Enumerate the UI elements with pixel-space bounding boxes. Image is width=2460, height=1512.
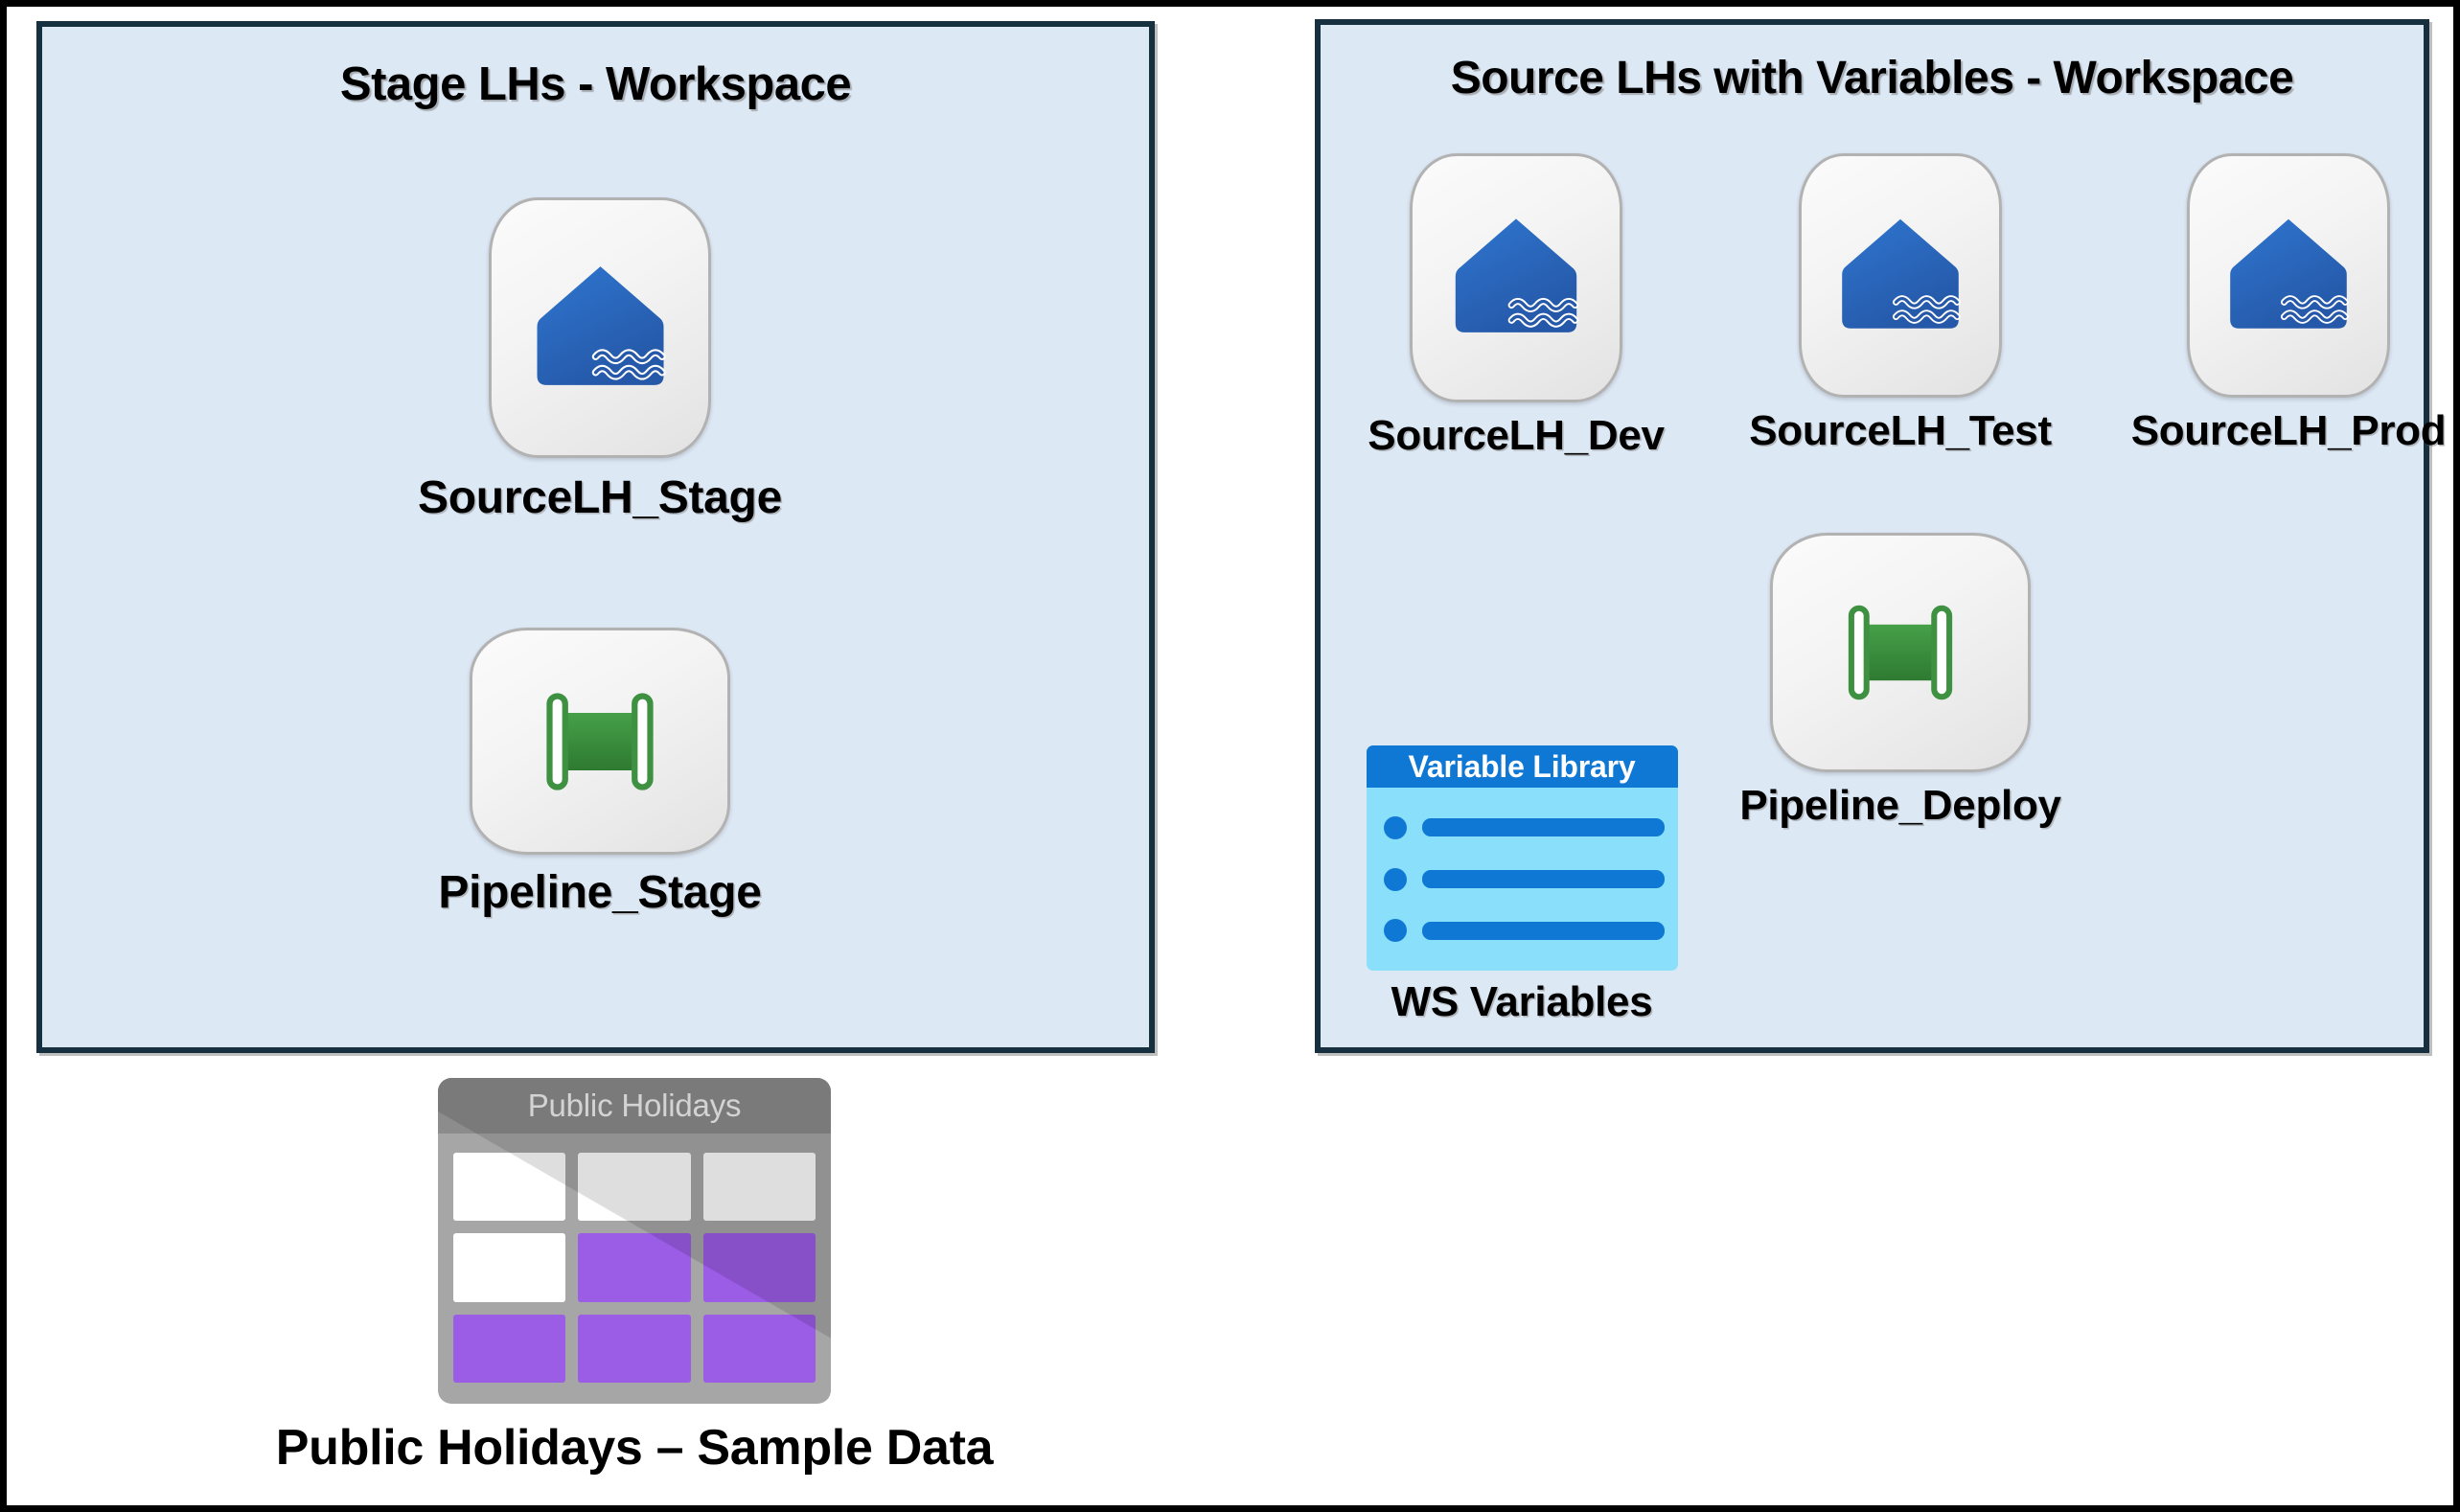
workspace-panel-stage: Stage LHs - Workspace xyxy=(36,21,1155,1053)
pipeline-icon xyxy=(1770,533,2031,772)
item-label: Pipeline_Deploy xyxy=(1739,782,2061,829)
table-cell xyxy=(702,1233,816,1302)
bullet-icon xyxy=(1383,867,1407,891)
lakehouse-icon xyxy=(1410,153,1622,402)
item-label: WS Variables xyxy=(1391,978,1653,1025)
table-cell xyxy=(702,1314,816,1383)
table-cell xyxy=(578,1233,691,1302)
item-pipeline-stage[interactable]: Pipeline_Stage xyxy=(427,628,772,919)
variable-library-icon: Variable Library xyxy=(1366,745,1678,971)
item-label: SourceLH_Test xyxy=(1749,407,2052,454)
lakehouse-icon xyxy=(2187,153,2390,398)
item-label: Public Holidays – Sample Data xyxy=(275,1420,994,1476)
item-pipeline-deploy[interactable]: Pipeline_Deploy xyxy=(1739,533,2061,830)
bullet-icon xyxy=(1383,815,1407,839)
table-cell xyxy=(578,1153,691,1222)
item-sourcelh-stage[interactable]: SourceLH_Stage xyxy=(418,197,782,524)
item-label: SourceLH_Dev xyxy=(1368,412,1665,459)
bar-placeholder xyxy=(1421,818,1665,837)
variable-library-rows xyxy=(1367,788,1678,971)
lakehouse-icon xyxy=(1799,153,2002,398)
list-item xyxy=(1383,815,1665,839)
bullet-icon xyxy=(1383,919,1407,943)
pipeline-icon xyxy=(470,628,730,855)
panel-title-source: Source LHs with Variables - Workspace xyxy=(1450,53,2294,103)
bar-placeholder xyxy=(1421,921,1665,940)
table-cell xyxy=(453,1153,566,1222)
table-cell xyxy=(578,1314,691,1383)
table-cell xyxy=(702,1153,816,1222)
item-label: SourceLH_Stage xyxy=(418,472,782,523)
list-item xyxy=(1383,919,1665,943)
variable-library-title: Variable Library xyxy=(1366,745,1678,788)
bar-placeholder xyxy=(1421,870,1665,888)
panel-title-stage: Stage LHs - Workspace xyxy=(339,58,852,110)
table-card: Public Holidays xyxy=(438,1078,831,1404)
item-sourcelh-test[interactable]: SourceLH_Test xyxy=(1749,153,2052,455)
item-ws-variables[interactable]: Variable Library WS Varia xyxy=(1349,745,1694,1026)
table-icon: Public Holidays xyxy=(438,1078,831,1404)
table-grid xyxy=(438,1134,831,1404)
list-item xyxy=(1383,867,1665,891)
table-card-title: Public Holidays xyxy=(438,1078,831,1134)
lakehouse-icon xyxy=(489,197,711,458)
table-cell xyxy=(453,1314,566,1383)
item-label: Pipeline_Stage xyxy=(438,867,762,918)
workspace-panel-source: Source LHs with Variables - Workspace So… xyxy=(1315,19,2447,1053)
item-public-holidays[interactable]: Public Holidays Public Holidays – Sample… xyxy=(237,1078,1032,1477)
item-sourcelh-prod[interactable]: SourceLH_Prod xyxy=(2131,153,2447,455)
item-sourcelh-dev[interactable]: SourceLH_Dev xyxy=(1353,153,1679,460)
item-label: SourceLH_Prod xyxy=(2130,407,2447,454)
table-cell xyxy=(453,1233,566,1302)
